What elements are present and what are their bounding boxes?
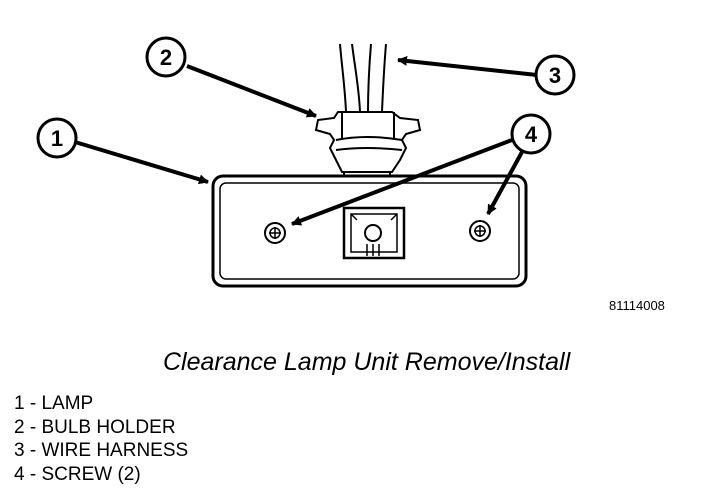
callout-3-label: 3 (549, 63, 561, 88)
legend-item: 1 - LAMP (14, 393, 94, 414)
callout-1: 1 (36, 117, 78, 159)
callout-2-label: 2 (160, 45, 172, 70)
bulb-holder (314, 111, 422, 181)
callout-3: 3 (534, 54, 576, 96)
legend-item: 3 - WIRE HARNESS (14, 440, 189, 461)
lamp-housing (211, 174, 528, 288)
screw-left (264, 222, 286, 244)
callout-4-label: 4 (525, 122, 538, 147)
parts-legend: 1 - LAMP 2 - BULB HOLDER 3 - WIRE HARNES… (14, 392, 188, 486)
figure-caption: Clearance Lamp Unit Remove/Install (163, 348, 571, 376)
callout-2: 2 (145, 36, 187, 78)
legend-item: 4 - SCREW (2) (14, 463, 141, 485)
callout-1-label: 1 (51, 126, 63, 151)
legend-item: 2 - BULB HOLDER (14, 416, 176, 438)
leader-arrows (74, 55, 538, 226)
screw-right (469, 220, 491, 242)
lamp-diagram: 1 2 3 4 (36, 36, 576, 288)
callout-4: 4 (510, 113, 552, 155)
figure-id: 81114008 (609, 298, 665, 313)
wire-harness (339, 43, 387, 113)
